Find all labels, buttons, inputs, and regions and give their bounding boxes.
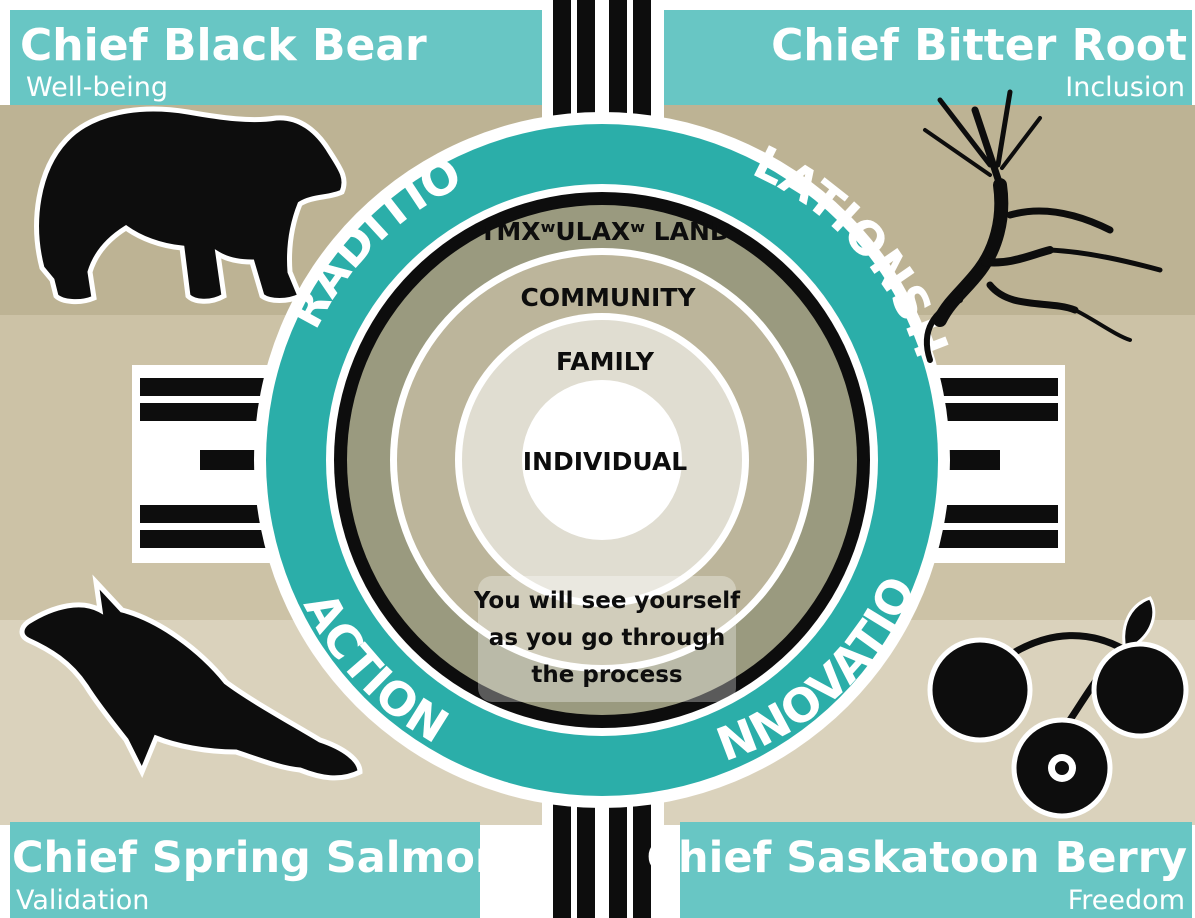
bear-icon bbox=[34, 106, 347, 305]
bottom-right-title: Chief Saskatoon Berry bbox=[646, 833, 1187, 883]
salmon-icon bbox=[19, 574, 363, 781]
bottom-right-subtitle: Freedom bbox=[1068, 885, 1185, 916]
top-left-subtitle: Well-being bbox=[26, 72, 168, 103]
land-label: TMXʷULAXʷ LAND bbox=[479, 217, 730, 246]
top-right-subtitle: Inclusion bbox=[1065, 72, 1185, 103]
saskatoon-berry-icon bbox=[927, 596, 1189, 819]
bitter-root-icon bbox=[923, 89, 1163, 363]
community-label: COMMUNITY bbox=[520, 283, 696, 312]
concentric-circles bbox=[254, 112, 950, 808]
family-label: FAMILY bbox=[556, 347, 655, 376]
individual-circle bbox=[522, 380, 682, 540]
note-line-2: as you go through bbox=[489, 625, 725, 651]
circle-labels: TMXʷULAXʷ LAND COMMUNITY FAMILY INDIVIDU… bbox=[479, 217, 730, 476]
note-line-3: the process bbox=[531, 662, 682, 688]
top-left-title: Chief Black Bear bbox=[20, 20, 427, 71]
note-line-1: You will see yourself bbox=[473, 588, 741, 614]
corner-banners bbox=[10, 10, 1192, 918]
note-box: You will see yourself as you go through … bbox=[473, 576, 741, 702]
bottom-left-title: Chief Spring Salmon bbox=[12, 833, 506, 883]
individual-label: INDIVIDUAL bbox=[523, 447, 688, 476]
corner-titles: Chief Black Bear Well-being Chief Bitter… bbox=[12, 20, 1187, 916]
top-right-title: Chief Bitter Root bbox=[771, 20, 1187, 71]
bottom-left-subtitle: Validation bbox=[16, 885, 149, 916]
